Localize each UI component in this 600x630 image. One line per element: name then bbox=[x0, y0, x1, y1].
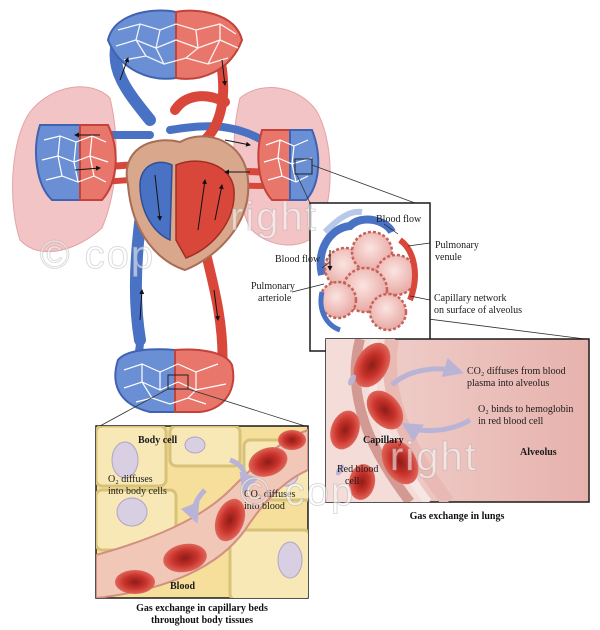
left-lung-capillary-bed bbox=[35, 124, 117, 201]
capillary-network-label-1: Capillary network bbox=[434, 293, 506, 304]
capillary-beds-caption-1: Gas exchange in capillary beds bbox=[136, 603, 268, 614]
alveolus-label: Alveolus bbox=[520, 447, 557, 458]
bottom-capillary-bed bbox=[114, 348, 235, 413]
blood-flow-left-label: Blood flow bbox=[275, 254, 321, 265]
watermark-4: right bbox=[390, 435, 478, 479]
lung-gas-exchange-panel bbox=[325, 338, 590, 503]
co2-lungs-label-2: plasma into alveolus bbox=[467, 378, 549, 389]
top-capillary-bed bbox=[106, 9, 244, 80]
captions: Gas exchange in lungs Gas exchange in ca… bbox=[136, 511, 504, 626]
pulmonary-venule-label-2: venule bbox=[435, 252, 462, 263]
alveolus-inset bbox=[291, 202, 431, 352]
o2-body-label-2: into body cells bbox=[108, 486, 167, 497]
co2-lungs-label-1: CO₂ diffuses from blood bbox=[467, 366, 566, 377]
heart bbox=[125, 135, 250, 272]
red-blood-cell-label-1: Red blood bbox=[337, 464, 378, 475]
right-lung-capillary-bed bbox=[257, 129, 320, 201]
watermarks: © cop right © cop right bbox=[40, 195, 478, 515]
lungs-caption: Gas exchange in lungs bbox=[410, 511, 505, 522]
capillary-label: Capillary bbox=[363, 435, 404, 446]
blood-flow-top-label: Blood flow bbox=[376, 214, 422, 225]
o2-lungs-label-1: O₂ binds to hemoglobin bbox=[478, 404, 573, 415]
red-blood-cell-label-2: cell bbox=[345, 476, 360, 487]
body-gas-exchange-panel bbox=[95, 425, 309, 599]
pulmonary-venule-label-1: Pulmonary bbox=[435, 240, 479, 251]
watermark-1: © cop bbox=[40, 233, 155, 277]
o2-body-label-1: O₂ diffuses bbox=[108, 474, 153, 485]
labels: Blood flow Blood flow Pulmonary venule P… bbox=[108, 214, 573, 592]
watermark-2: right bbox=[230, 195, 318, 239]
capillary-beds-caption-2: throughout body tissues bbox=[151, 615, 253, 626]
flow-arrows bbox=[74, 57, 251, 321]
capillary-network-label-2: on surface of alveolus bbox=[434, 305, 522, 316]
pulmonary-arteriole-label-2: arteriole bbox=[258, 293, 292, 304]
lung-rbc-group bbox=[330, 342, 419, 500]
body-cell-label: Body cell bbox=[138, 435, 177, 446]
pulmonary-arteriole-label-1: Pulmonary bbox=[251, 281, 295, 292]
blood-label: Blood bbox=[170, 581, 195, 592]
body-rbc-group bbox=[115, 430, 306, 594]
watermark-3: © cop bbox=[240, 470, 355, 514]
co2-body-label-1: CO₂ diffuses bbox=[244, 489, 295, 500]
co2-body-label-2: into blood bbox=[244, 501, 285, 512]
o2-lungs-label-2: in red blood cell bbox=[478, 416, 543, 427]
alveolus-cluster bbox=[318, 230, 418, 332]
